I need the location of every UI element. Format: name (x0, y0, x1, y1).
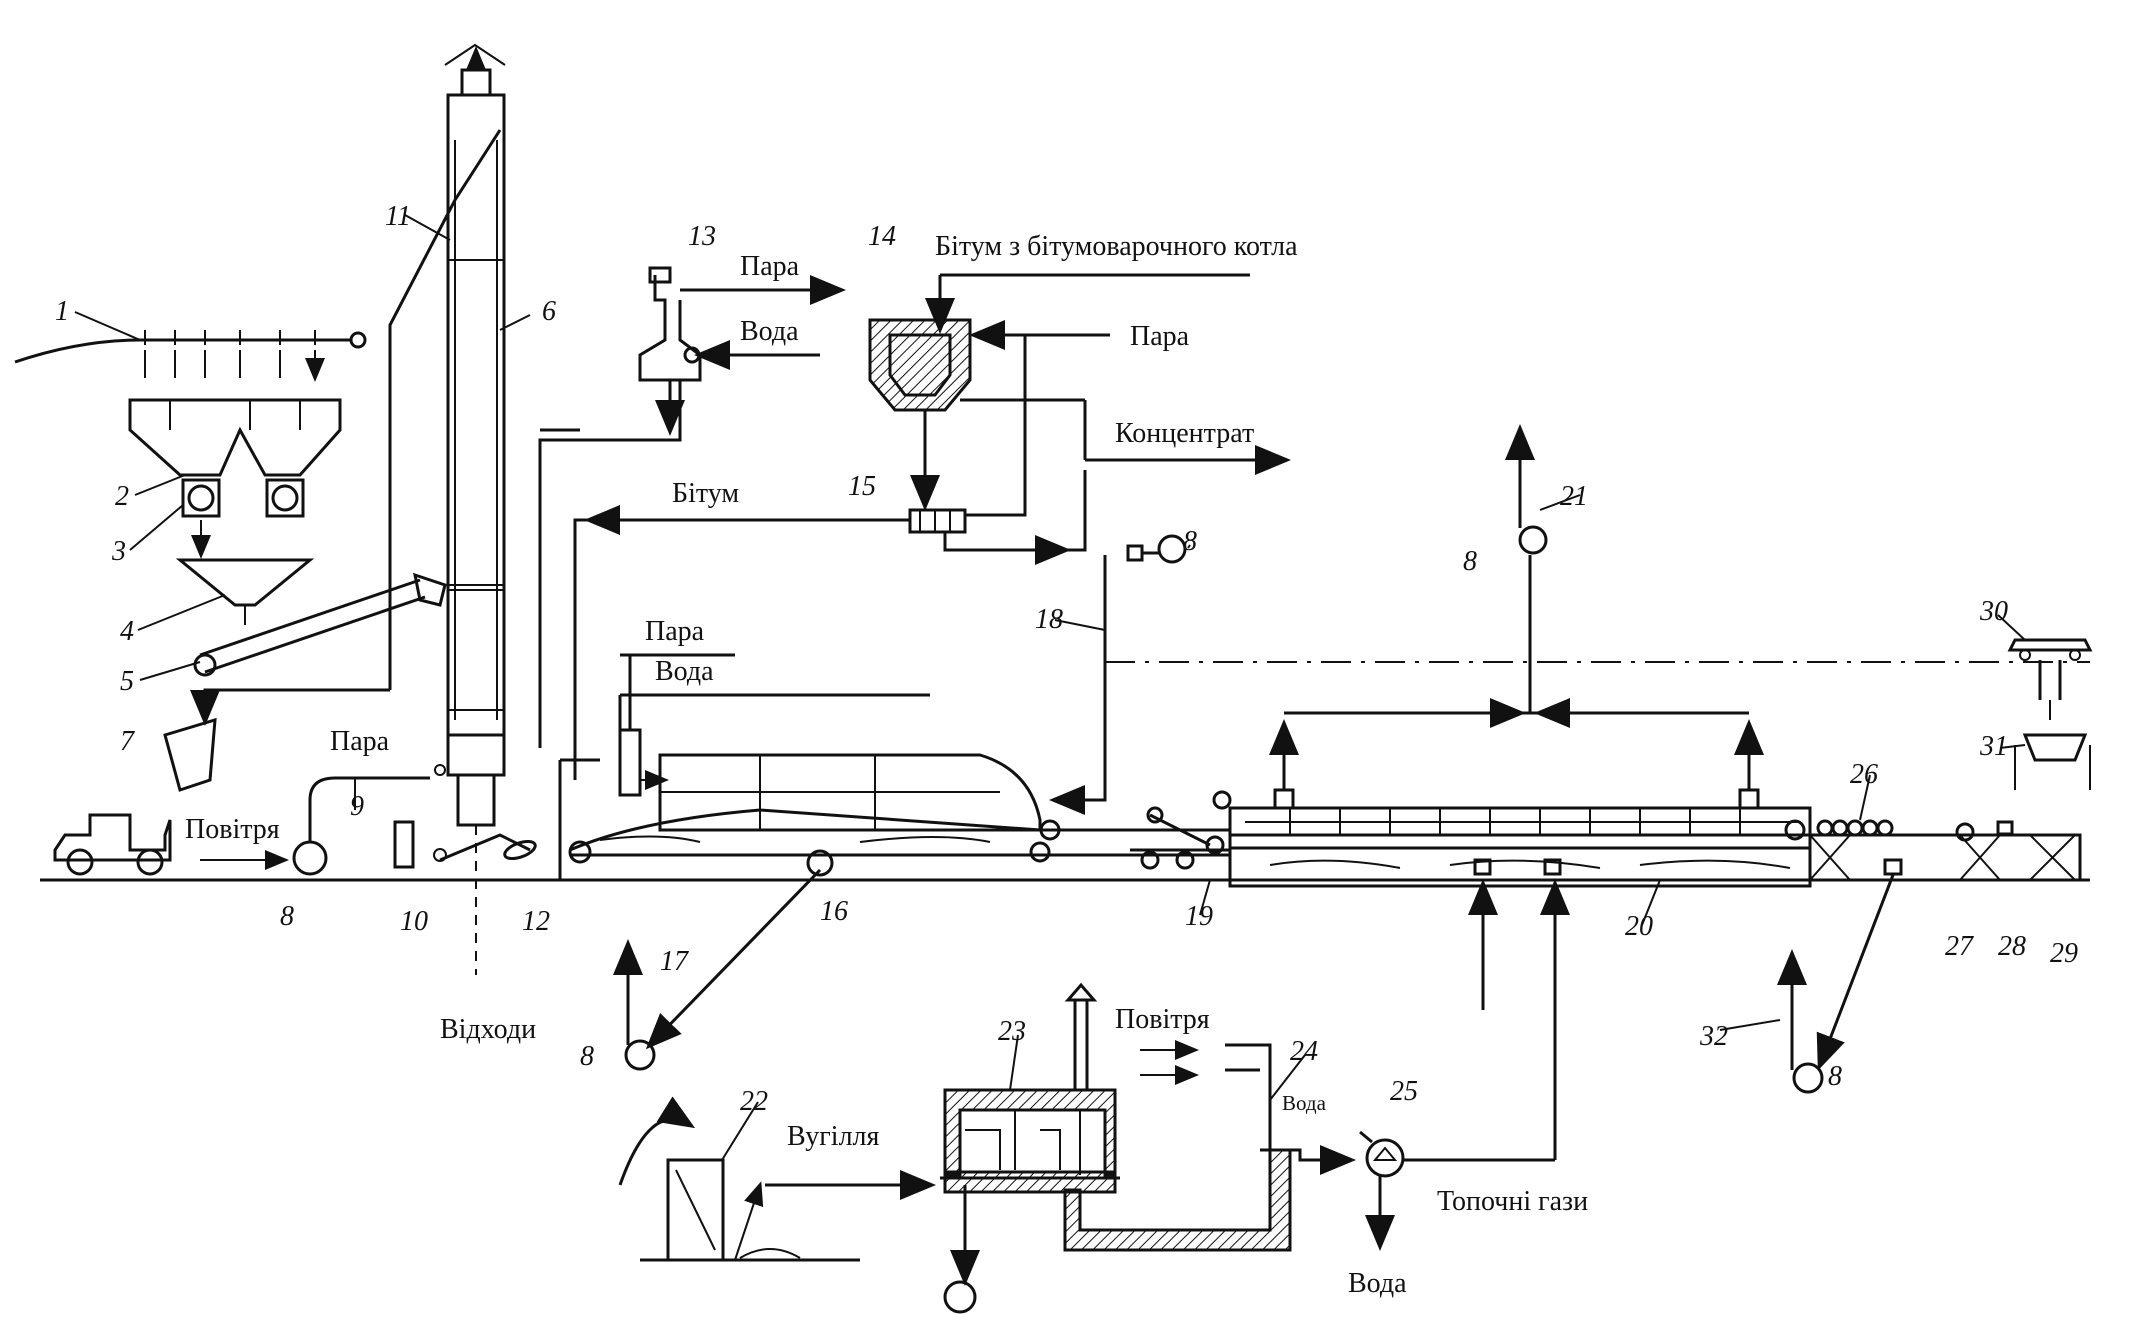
number-15: 15 (848, 471, 876, 502)
line-18 (1049, 534, 1187, 815)
label-topochni-gazy: Топочні гази (1437, 1186, 1588, 1217)
number-30: 30 (1979, 596, 2008, 627)
number-24: 24 (1290, 1036, 1318, 1067)
storage-bins (128, 398, 342, 518)
number-27: 27 (1945, 931, 1974, 962)
number-7: 7 (120, 726, 135, 757)
roller-unit-19 (1130, 806, 1230, 870)
number-29: 29 (2050, 938, 2078, 969)
number-8b: 8 (1183, 526, 1197, 557)
dryer-column (444, 43, 506, 975)
label-bitum: Бітум (672, 478, 739, 509)
label-voda-small: Вода (1282, 1091, 1327, 1115)
pump-15 (573, 470, 1087, 780)
number-26: 26 (1850, 759, 1878, 790)
number-8a: 8 (280, 901, 294, 932)
number-3: 3 (111, 536, 126, 567)
elevator-11 (190, 129, 502, 726)
number-1: 1 (55, 296, 69, 327)
number-16: 16 (820, 896, 848, 927)
number-13: 13 (688, 221, 716, 252)
truck (53, 813, 172, 876)
label-voda-bottom: Вода (1348, 1268, 1407, 1299)
inclined-conveyor (193, 572, 447, 677)
number-4: 4 (120, 616, 134, 647)
number-8e: 8 (1828, 1061, 1842, 1092)
number-22: 22 (740, 1086, 768, 1117)
label-vugillia: Вугілля (787, 1121, 880, 1152)
number-8d: 8 (580, 1041, 594, 1072)
number-32: 32 (1699, 1021, 1728, 1052)
number-12: 12 (522, 906, 550, 937)
label-koncentrat: Концентрат (1115, 418, 1254, 449)
label-bitum-kettle: Бітум з бітумоварочного котла (935, 231, 1298, 262)
label-para-right: Пара (1130, 321, 1190, 352)
label-para-left: Пара (330, 726, 390, 757)
label-vidhody: Відходи (440, 1014, 536, 1045)
number-18: 18 (1035, 604, 1063, 635)
injector-13 (538, 266, 846, 748)
number-19: 19 (1185, 901, 1213, 932)
tank-10 (393, 820, 415, 869)
furnace-23 (940, 982, 1292, 1314)
screw-12 (433, 833, 537, 862)
emulsifier-14 (868, 273, 1291, 517)
number-14: 14 (868, 221, 896, 252)
collecting-hopper (175, 520, 315, 625)
number-23: 23 (998, 1016, 1026, 1047)
feed-conveyor (14, 330, 367, 378)
label-povitria-bottom: Повітря (1115, 1004, 1210, 1035)
air-supply (200, 764, 446, 876)
crane (1105, 638, 2093, 790)
label-povitria-left: Повітря (185, 814, 280, 845)
number-28: 28 (1998, 931, 2026, 962)
number-2: 2 (115, 481, 129, 512)
label-voda-mid: Вода (655, 656, 714, 687)
label-voda-top: Вода (740, 316, 799, 347)
label-para-top: Пара (740, 251, 800, 282)
suction-17 (613, 868, 822, 1071)
flow-labels: Пара Вода Бітум з бітумоварочного котла … (185, 231, 1588, 1299)
truck-hopper (163, 717, 217, 792)
number-8c: 8 (1463, 546, 1477, 577)
output-section (1777, 819, 2082, 1094)
impregnation-bath-16 (618, 653, 1042, 832)
mixer-24 (1140, 1040, 1555, 1251)
leader-lines (74, 214, 2026, 1161)
item-numbers: 1 2 3 4 5 6 7 8 9 10 11 12 13 14 15 16 1… (55, 201, 2078, 1117)
number-25: 25 (1390, 1076, 1418, 1107)
number-20: 20 (1625, 911, 1653, 942)
coal-feeder-22 (618, 1096, 936, 1262)
number-17: 17 (660, 946, 689, 977)
number-5: 5 (120, 666, 134, 697)
number-10: 10 (400, 906, 428, 937)
number-31: 31 (1979, 731, 2008, 762)
label-para-mid: Пара (645, 616, 705, 647)
number-9: 9 (350, 791, 364, 822)
production-line (40, 758, 2090, 882)
number-6: 6 (542, 296, 556, 327)
